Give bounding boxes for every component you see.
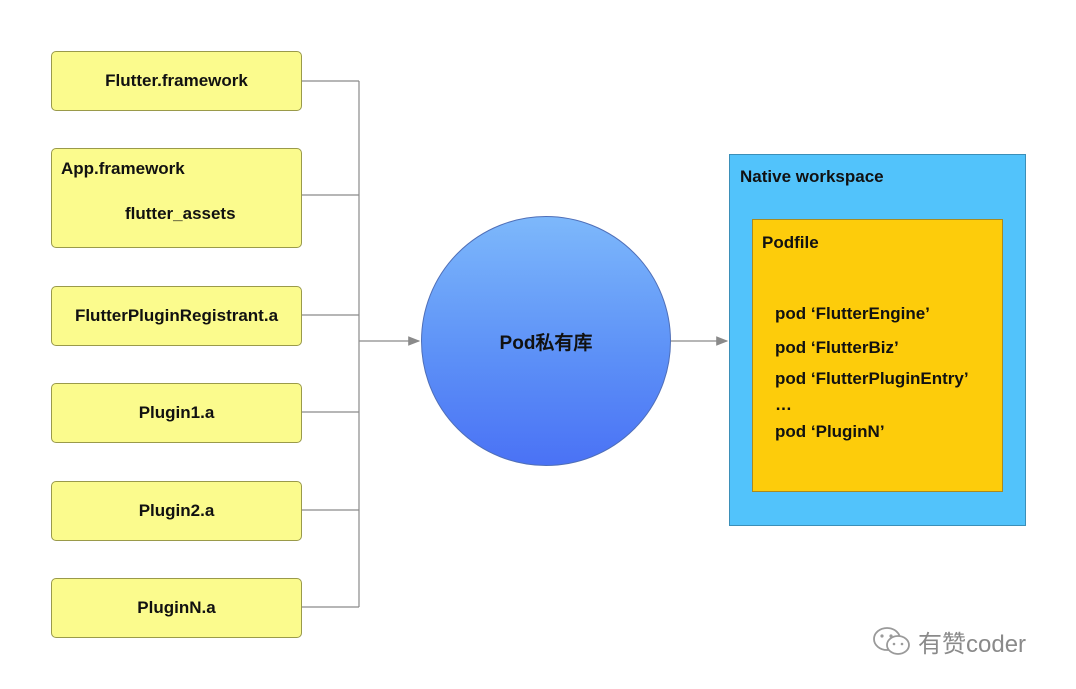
box-plugin2-label: Plugin2.a — [138, 501, 215, 520]
wechat-icon — [873, 626, 910, 655]
box-plugin1-label: Plugin1.a — [138, 403, 215, 422]
box-plugin2: Plugin2.a — [51, 481, 302, 541]
watermark-text: 有赞coder — [918, 631, 1027, 658]
box-flutter-plugin-registrant-label: FlutterPluginRegistrant.a — [74, 306, 279, 325]
pod-private-repo-label: Pod私有库 — [499, 332, 593, 354]
box-plugin1: Plugin1.a — [51, 383, 302, 443]
flutter-assets-label: flutter_assets — [125, 204, 236, 223]
box-app-framework-label: App.framework — [61, 159, 185, 178]
box-app-framework: App.framework flutter_assets — [51, 148, 302, 248]
podfile-line: pod ‘PluginN’ — [775, 422, 885, 441]
podfile-line: pod ‘FlutterBiz’ — [775, 338, 899, 357]
box-flutter-plugin-registrant: FlutterPluginRegistrant.a — [51, 286, 302, 346]
podfile-line: pod ‘FlutterEngine’ — [775, 304, 930, 323]
podfile-box — [752, 219, 1003, 492]
podfile-line: … — [775, 395, 792, 414]
box-flutter-framework: Flutter.framework — [51, 51, 302, 111]
podfile-line: pod ‘FlutterPluginEntry’ — [775, 369, 969, 388]
box-flutter-framework-label: Flutter.framework — [105, 71, 248, 90]
podfile-title: Podfile — [762, 233, 819, 252]
watermark: 有赞coder — [872, 624, 1026, 659]
box-pluginN: PluginN.a — [51, 578, 302, 638]
box-pluginN-label: PluginN.a — [137, 598, 216, 617]
pod-private-repo-circle: Pod私有库 — [421, 216, 671, 466]
native-workspace-title: Native workspace — [740, 167, 884, 186]
